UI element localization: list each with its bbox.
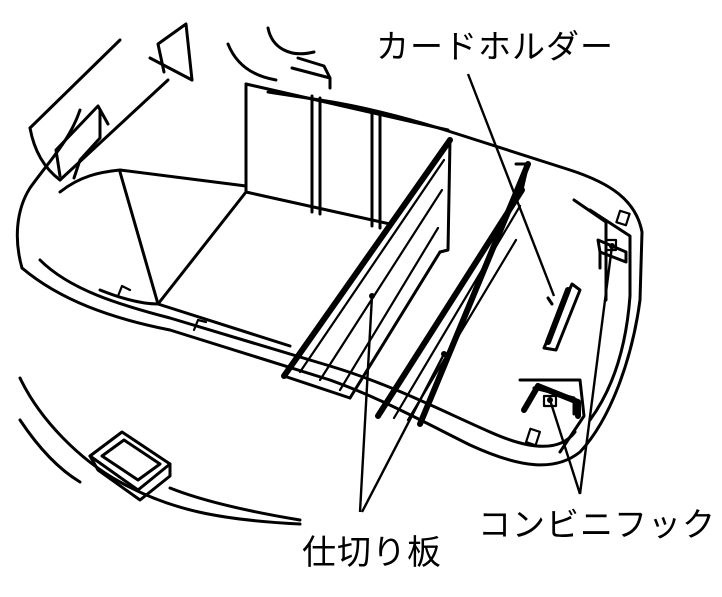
lid-hinge-area [28,22,332,182]
divider-panel-left [281,137,453,400]
card-holder-slot [542,282,582,352]
card-holder-label: カードホルダー [376,27,614,66]
right-rim [524,198,632,447]
convenience-hook-lower [518,378,586,454]
convenience-hook-upper [596,238,628,270]
front-handle [18,376,302,526]
back-wall [58,82,450,230]
leader-lines [358,73,614,513]
convenience-hook-label: コンビニフック [478,505,716,544]
inner-floor [98,170,292,348]
divider-panel-right [375,161,531,427]
divider-label: 仕切り板 [302,533,442,573]
